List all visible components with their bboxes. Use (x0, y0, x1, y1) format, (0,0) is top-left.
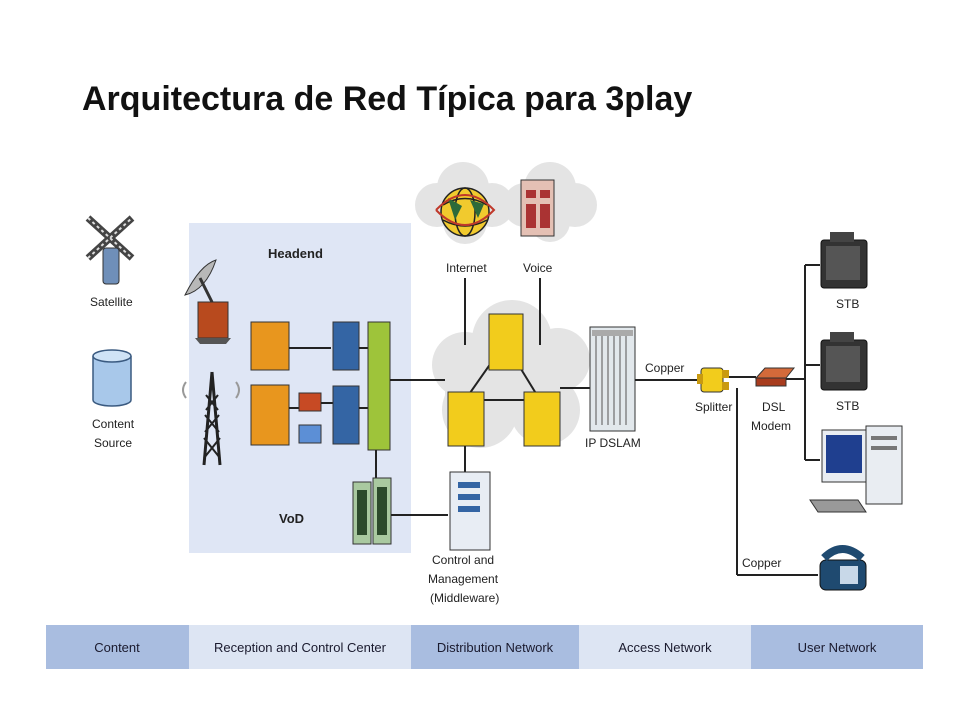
tv-icon (820, 232, 868, 289)
voice-switch-icon (520, 179, 555, 237)
splitter-label: Splitter (695, 400, 732, 414)
band-content (46, 625, 189, 669)
band-label-access: Access Network (618, 640, 712, 655)
globe-icon (435, 187, 496, 237)
ip-dslam-label: IP DSLAM (585, 436, 641, 450)
antenna-tower-icon (182, 371, 240, 466)
headend-blue-server-1 (332, 321, 360, 371)
copper-label-bottom: Copper (742, 556, 781, 570)
vod-server-icon (352, 477, 392, 545)
internet-label: Internet (446, 261, 487, 275)
control-mgmt-label-1: Control and (432, 553, 494, 567)
database-icon (92, 349, 132, 407)
band-label-user: User Network (798, 640, 877, 655)
band-reception (189, 625, 411, 669)
computer-icon (809, 425, 903, 513)
band-label-content: Content (94, 640, 140, 655)
layer-band: Content Reception and Control Center Dis… (46, 625, 923, 669)
vod-label: VoD (279, 511, 304, 526)
band-distribution (411, 625, 579, 669)
satellite-label: Satellite (90, 295, 133, 309)
band-label-distribution: Distribution Network (437, 640, 554, 655)
band-user (751, 625, 923, 669)
headend-small-blue-box (298, 424, 322, 444)
encoder-server-2 (250, 384, 290, 446)
core-router-top (488, 313, 524, 371)
satellite-icon (85, 215, 135, 285)
control-mgmt-label-3: (Middleware) (430, 591, 499, 605)
dsl-modem-label-2: Modem (751, 419, 791, 433)
stb-label-1: STB (836, 297, 859, 311)
copper-label-top: Copper (645, 361, 684, 375)
core-router-left (447, 391, 485, 447)
voice-label: Voice (523, 261, 553, 275)
core-router-right (523, 391, 561, 447)
middleware-server-icon (449, 471, 491, 551)
network-diagram: Satellite Content Source Headend (46, 162, 923, 669)
satellite-dish-icon (184, 259, 231, 344)
band-access (579, 625, 751, 669)
headend-red-box (298, 392, 322, 412)
control-mgmt-label-2: Management (428, 572, 499, 586)
phone-icon (819, 545, 867, 591)
headend-switch (367, 321, 391, 451)
dsl-modem-icon (754, 367, 796, 387)
band-label-reception: Reception and Control Center (214, 640, 387, 655)
ip-dslam-icon (589, 326, 636, 432)
page-title: Arquitectura de Red Típica para 3play (82, 80, 693, 118)
headend-label: Headend (268, 246, 323, 261)
splitter-icon (697, 367, 729, 393)
encoder-server-1 (250, 321, 290, 371)
headend-blue-server-2 (332, 385, 360, 445)
dsl-modem-label-1: DSL (762, 400, 786, 414)
content-source-label-2: Source (94, 436, 132, 450)
content-source-label-1: Content (92, 417, 135, 431)
tv-icon (820, 332, 868, 391)
stb-label-2: STB (836, 399, 859, 413)
